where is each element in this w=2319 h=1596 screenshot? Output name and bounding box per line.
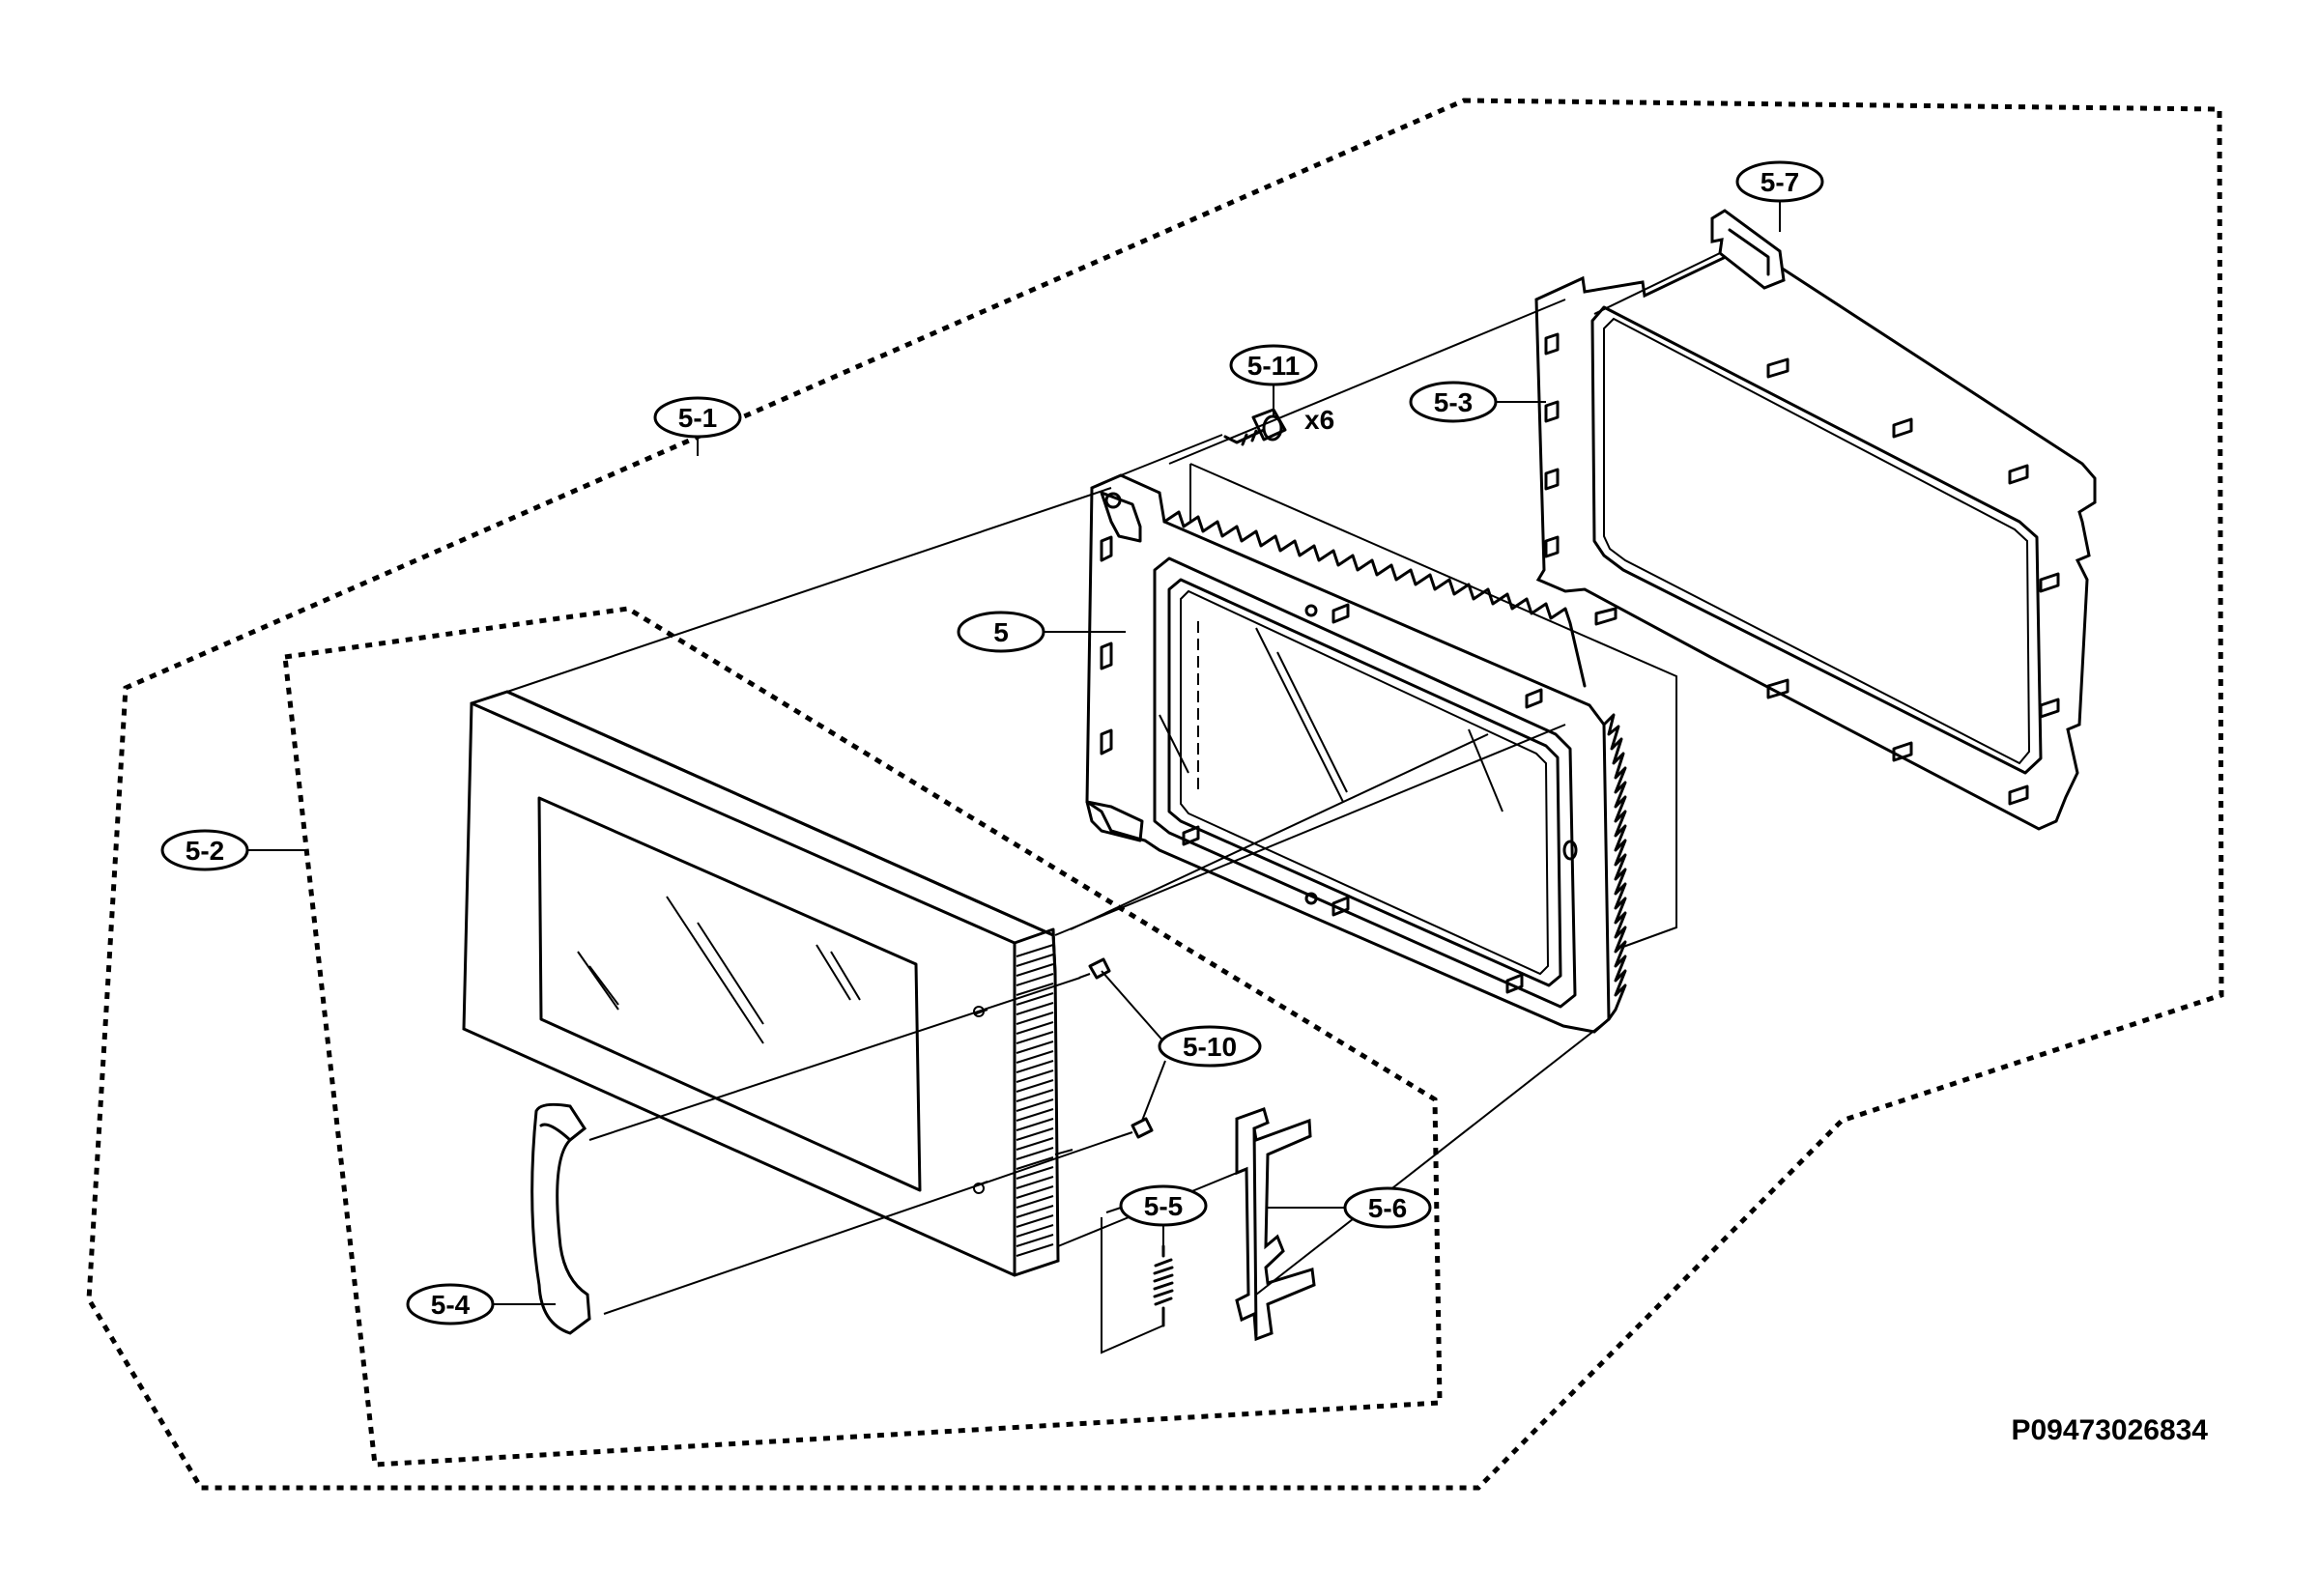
spring-5-5 [1153, 1244, 1174, 1327]
callout-label: 5-6 [1368, 1193, 1407, 1223]
latch-5-6 [1235, 1107, 1316, 1342]
door-5-2 [462, 690, 1060, 1277]
callout-5-3: 5-3 [1409, 381, 1546, 423]
callout-label: 5-1 [678, 403, 717, 433]
callout-5-1: 5-1 [653, 396, 742, 456]
screw-5-10-upper [1078, 957, 1111, 980]
callout-label: 5-2 [186, 836, 224, 866]
door-vent-slots [1016, 944, 1054, 1257]
callout-label: 5-5 [1144, 1191, 1183, 1221]
callout-5-6: 5-6 [1266, 1186, 1432, 1229]
callout-5-2: 5-2 [160, 829, 307, 871]
group-boundary-5-1 [86, 98, 2224, 1491]
clip-5-7 [1710, 209, 1786, 290]
callout-label: 5-3 [1434, 387, 1473, 417]
callout-label: 5 [993, 617, 1009, 647]
callout-5-7: 5-7 [1735, 160, 1824, 232]
callout-label: 5-11 [1247, 351, 1301, 381]
callout-5-11: 5-11 x6 [1229, 344, 1334, 435]
choke-frame-5 [1085, 473, 1627, 1034]
callout-5-10: 5-10 [1101, 970, 1262, 1122]
group-boundary-5-2 [282, 606, 1443, 1468]
callout-label: 5-4 [431, 1290, 471, 1320]
callout-5-4: 5-4 [406, 1283, 556, 1325]
callout-label: 5-10 [1183, 1032, 1237, 1062]
screw-5-11 [1223, 408, 1287, 446]
handle-5-4 [530, 1102, 591, 1335]
cavity-outline [1189, 463, 1677, 948]
callout-5-5: 5-5 [1119, 1184, 1208, 1256]
quantity-note: x6 [1304, 405, 1334, 435]
explosion-lines [506, 252, 1721, 1354]
screw-5-10-lower [1120, 1117, 1154, 1139]
callout-label: 5-7 [1761, 167, 1799, 197]
rear-frame-5-3 [1534, 251, 2097, 831]
drawing-code: P09473026834 [2011, 1414, 2208, 1446]
callout-5: 5 [957, 611, 1126, 653]
